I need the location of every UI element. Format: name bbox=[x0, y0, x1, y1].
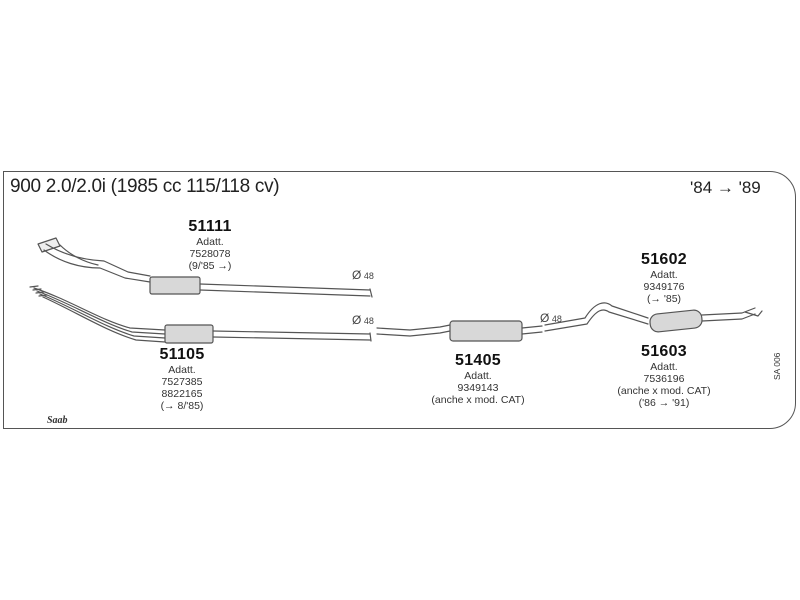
part-label-51105: 51105 Adatt. 7527385 8822165 (→ 8/'85) bbox=[132, 346, 232, 412]
lower-pipe-51105 bbox=[29, 285, 372, 344]
part-number: 51111 bbox=[188, 218, 232, 235]
diagram-code: SA 006 bbox=[772, 352, 782, 380]
part-label-51602: 51602 Adatt. 9349176 (→ '85) bbox=[614, 251, 714, 305]
diameter-label-rear: Ø 48 bbox=[540, 311, 562, 325]
year-range: '84 → '89 bbox=[690, 178, 761, 197]
diameter-label-upper: Ø 48 bbox=[352, 268, 374, 282]
part-label-51405: 51405 Adatt. 9349143 (anche x mod. CAT) bbox=[412, 352, 544, 406]
upper-pipe-51111 bbox=[37, 237, 373, 298]
part-number: 51405 bbox=[455, 352, 501, 369]
part-number: 51602 bbox=[641, 251, 687, 268]
diagram-title: 900 2.0/2.0i (1985 cc 115/118 cv) bbox=[10, 176, 280, 197]
diameter-label-lower: Ø 48 bbox=[352, 313, 374, 327]
part-label-51111: 51111 Adatt. 7528078 (9/'85 →) bbox=[160, 218, 260, 272]
diagram-frame bbox=[3, 171, 796, 429]
part-label-51603: 51603 Adatt. 7536196 (anche x mod. CAT) … bbox=[598, 343, 730, 409]
part-number: 51105 bbox=[159, 346, 205, 363]
middle-pipe-51405 bbox=[376, 320, 543, 342]
brand-logo: Saab bbox=[47, 415, 68, 426]
part-number: 51603 bbox=[641, 343, 687, 360]
rear-pipe-51602 bbox=[544, 302, 763, 333]
